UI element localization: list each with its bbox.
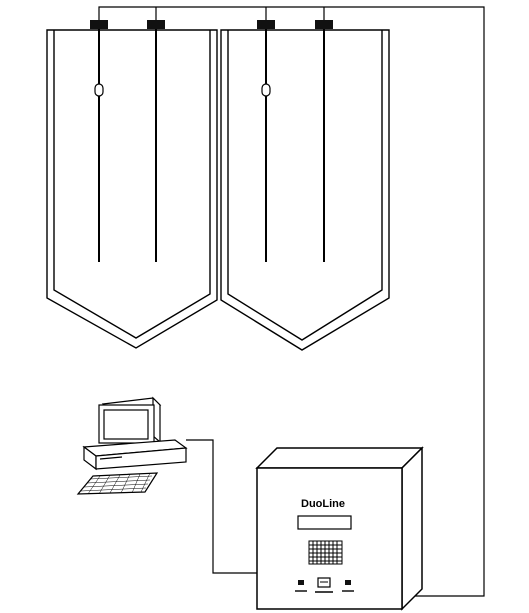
computer-icon bbox=[76, 396, 188, 495]
cabinet-side bbox=[401, 446, 423, 611]
probes bbox=[90, 20, 333, 262]
controller-brand-label: DuoLine bbox=[301, 498, 345, 510]
probe-clamp-icon bbox=[261, 83, 271, 97]
tank-right bbox=[220, 29, 390, 351]
keyboard-keys bbox=[80, 472, 153, 495]
cable-main-bus bbox=[98, 6, 485, 597]
controller-cabinet bbox=[255, 446, 424, 611]
sensor-head-1 bbox=[90, 20, 108, 29]
keypad-icon bbox=[308, 540, 343, 565]
controller-display bbox=[297, 515, 352, 530]
probe-3 bbox=[257, 20, 275, 262]
monitor-screen bbox=[103, 409, 149, 440]
probe-2 bbox=[147, 20, 165, 262]
left-control-button bbox=[295, 580, 307, 592]
tank-right-outer-wall bbox=[220, 29, 390, 351]
probe-1 bbox=[90, 20, 108, 262]
tank-left bbox=[46, 29, 218, 349]
sensor-head-3 bbox=[257, 20, 275, 29]
probe-clamp-icon bbox=[94, 83, 104, 97]
tank-left-inner-wall bbox=[53, 30, 211, 339]
sensor-head-2 bbox=[147, 20, 165, 29]
disk-slot bbox=[99, 456, 123, 460]
tank-left-outer-wall bbox=[46, 29, 218, 349]
cable-bus bbox=[98, 6, 485, 597]
right-control-button bbox=[342, 580, 354, 592]
cabinet-top bbox=[255, 447, 424, 469]
cabinet-front bbox=[256, 467, 403, 610]
sensor-head-4 bbox=[315, 20, 333, 29]
base-unit-side bbox=[95, 447, 187, 470]
probe-4 bbox=[315, 20, 333, 262]
cable-computer-controller bbox=[186, 439, 257, 574]
controller-buttons bbox=[295, 577, 354, 593]
keyboard-icon bbox=[76, 472, 159, 495]
center-control-button bbox=[315, 577, 333, 593]
tank-right-inner-wall bbox=[227, 30, 383, 341]
